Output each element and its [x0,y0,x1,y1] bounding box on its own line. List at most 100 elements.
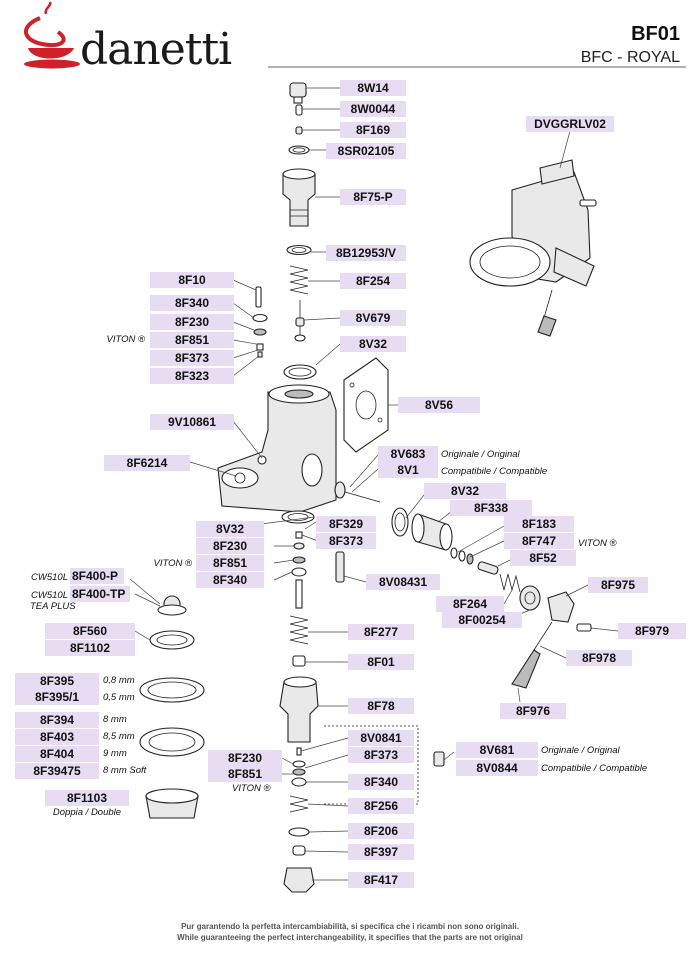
part-code: 8F206 [364,824,398,838]
part-label-box [456,760,538,776]
part-label-8f338: 8F338 [450,500,532,516]
part-label-8f851: 8F851 [150,332,234,348]
part-code: 8F851 [175,333,209,347]
part-label-box [340,310,406,326]
part-label-box [45,640,135,656]
part-code: 8V683 [391,447,426,461]
part-label-box [150,332,234,348]
part-label-box [196,538,264,554]
part-label-8f264: 8F264 [436,596,504,612]
part-label-box [618,623,686,639]
note-thickness: 8 mm [103,714,127,725]
part-label-8v1: 8V1 [378,462,438,478]
part-label-8f404: 8F404 [15,746,99,762]
part-drawings [139,82,597,893]
part-code: 8F979 [635,624,669,638]
part-code: 8V56 [425,398,453,412]
part-label-8f400-p: 8F400-P [70,568,124,584]
note-compatibile: Compatibile / Compatible [441,466,547,477]
part-label-box [348,624,414,640]
part-label-box [70,586,130,602]
footer-disclaimer-it: Pur garantendo la perfetta intercambiabi… [181,922,519,931]
part-code: 8V08431 [379,575,427,589]
note-thickness: 0,5 mm [103,692,135,703]
part-label-box [378,446,438,462]
part-label-box [348,730,414,746]
part-label-box [15,763,99,779]
part-label-box [45,790,129,806]
part-code: 8F1103 [67,791,107,805]
part-label-box [504,516,574,532]
part-label-8f417: 8F417 [348,872,414,888]
part-label-8f747: 8F747 [504,533,574,549]
part-label-box [510,550,576,566]
note-doppia: Doppia / Double [53,807,121,818]
part-label-8f403: 8F403 [15,729,99,745]
brand-name: danetti [80,24,232,75]
part-label-8f230: 8F230 [150,314,234,330]
part-label-8f52: 8F52 [510,550,576,566]
part-label-box [196,555,264,571]
part-label-box [378,462,438,478]
part-code: 8F395 [40,674,74,688]
part-label-8b12953-v: 8B12953/V [326,245,406,261]
part-code: 8V681 [480,743,515,757]
part-label-box [70,568,124,584]
part-label-8f340: 8F340 [348,774,414,790]
part-label-box [15,689,99,705]
part-label-8w14: 8W14 [340,80,406,96]
part-label-8f1102: 8F1102 [45,640,135,656]
part-label-box [340,336,406,352]
part-code: 8V1 [397,463,419,477]
part-code: 8F975 [601,578,635,592]
part-label-8f373: 8F373 [348,747,414,763]
note-compatibile: Compatibile / Compatible [541,763,647,774]
part-label-box [150,368,234,384]
part-label-8v32: 8V32 [340,336,406,352]
part-label-8f851: 8F851 [196,555,264,571]
part-code: 8F417 [364,873,398,887]
part-code: 8V32 [216,522,244,536]
part-label-box [500,703,566,719]
part-code: 8F169 [356,123,390,137]
spring-drawing [289,265,309,295]
part-label-8v32: 8V32 [424,483,506,499]
part-label-8sr02105: 8SR02105 [326,143,406,159]
part-label-box [316,533,376,549]
part-label-9v10861: 9V10861 [150,414,234,430]
part-code: DVGGRLV02 [534,117,606,131]
part-code: 8F75-P [353,190,392,204]
part-code: 8F976 [516,704,550,718]
part-label-8f397: 8F397 [348,844,414,860]
part-label-8f169: 8F169 [340,122,406,138]
part-code: 8F400-P [72,569,118,583]
part-code: 8F373 [364,748,398,762]
part-label-8v683: 8V683 [378,446,438,462]
part-code: 8F01 [367,655,395,669]
part-label-box [456,742,538,758]
part-label-8f373: 8F373 [316,533,376,549]
part-code: 8F395/1 [35,690,79,704]
part-code: 8F851 [228,767,262,781]
note-viton: VITON ® [107,334,146,345]
part-code: 8F230 [213,539,247,553]
part-label-box [196,521,264,537]
part-label-8f400-tp: 8F400-TP [70,586,130,602]
part-label-box [526,116,614,132]
part-label-8f277: 8F277 [348,624,414,640]
part-label-box [15,712,99,728]
part-label-8v0841: 8V0841 [348,730,414,746]
part-code: 8F52 [529,551,557,565]
part-code: 8F264 [453,597,487,611]
notes: VITON ® Originale / Original Compatibile… [30,334,647,818]
part-code: 8F404 [40,747,74,761]
part-label-box [340,80,406,96]
part-code: 8SR02105 [338,144,395,158]
rod-drawing [295,579,303,609]
part-label-8f976: 8F976 [500,703,566,719]
part-code: 8F39475 [33,764,81,778]
part-label-box [348,698,414,714]
part-code: 8F340 [364,775,398,789]
part-code: 8V679 [356,311,391,325]
part-code: 8F394 [40,713,74,727]
